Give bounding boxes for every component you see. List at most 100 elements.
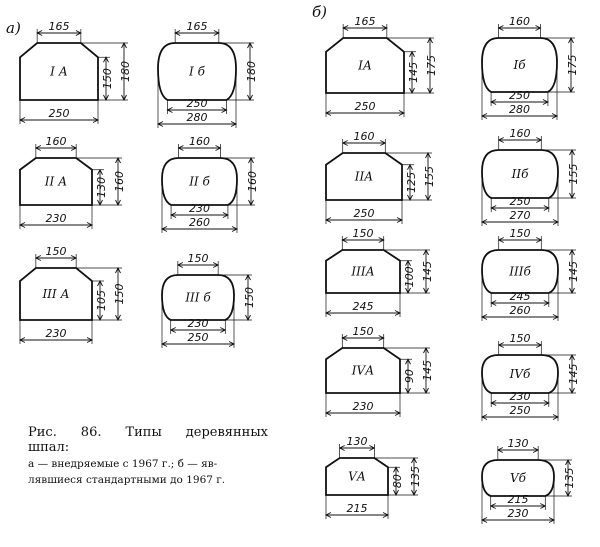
- dim-side-outer-arrow-top: [247, 41, 253, 49]
- dim-side-outer-label: 175: [425, 55, 438, 76]
- sleeper-type-label: Vб: [510, 471, 527, 485]
- caption-title-line2: шпал:: [28, 440, 70, 455]
- caption-text-line1: а — внедряемые с 1967 г.; б — яв-: [28, 458, 218, 470]
- dim-top-width-label: 160: [509, 15, 530, 28]
- dim-side-inner-arrow-top: [409, 50, 415, 57]
- dim-bottom-width-label: 250: [510, 195, 531, 208]
- dim-bottom-width-label: 230: [353, 400, 374, 413]
- sleeper-type-label: II А: [44, 175, 67, 189]
- sleeper-type-label: Iб: [512, 58, 526, 72]
- dim-side-inner-arrow-bottom: [103, 94, 109, 102]
- sleeper-type-label: VА: [348, 470, 366, 484]
- dim-bottom-width-label: 215: [347, 502, 368, 515]
- dim-side-outer-label: 145: [421, 360, 434, 381]
- dim-side-outer-arrow-bottom: [568, 86, 574, 94]
- sleeper-type-label: IIIб: [508, 265, 531, 279]
- dim-side-outer-arrow-bottom: [247, 94, 253, 102]
- dim-max-width-label: 250: [188, 331, 209, 344]
- dim-side-outer-arrow-bottom: [569, 192, 575, 200]
- dim-side-outer-label: 145: [421, 261, 434, 282]
- dim-side-inner-arrow-top: [407, 163, 413, 170]
- dim-side-inner-arrow-top: [103, 56, 109, 63]
- dim-side-inner-label: 145: [407, 62, 420, 83]
- dim-side-outer-arrow-bottom: [115, 199, 121, 207]
- dim-bottom-width-label: 230: [46, 212, 67, 225]
- dim-side-outer-label: 150: [113, 284, 126, 305]
- dim-max-width-label: 230: [508, 507, 529, 520]
- dim-bottom-width-label: 215: [508, 493, 529, 506]
- panel-label-b: б): [312, 3, 327, 21]
- dim-side-outer-arrow-bottom: [425, 194, 431, 202]
- sleeper-type-label: IIА: [354, 170, 374, 184]
- sleeper-type-label: III б: [184, 291, 211, 305]
- dim-side-outer-arrow-top: [569, 148, 575, 156]
- dim-side-inner-arrow-bottom: [97, 314, 103, 322]
- dim-bottom-width-label: 230: [189, 202, 210, 215]
- dim-side-outer-label: 135: [563, 468, 576, 489]
- dim-side-outer-arrow-top: [568, 36, 574, 44]
- sleeper-type-label: IIIА: [350, 265, 374, 279]
- dim-side-inner-label: 90: [403, 369, 416, 383]
- dim-side-outer-arrow-bottom: [115, 314, 121, 322]
- dim-side-inner-label: 130: [95, 177, 108, 198]
- dim-top-width-label: 150: [353, 325, 374, 338]
- dim-max-width-label: 260: [189, 216, 210, 229]
- dim-max-width-label: 270: [510, 209, 531, 222]
- dim-side-outer-arrow-top: [423, 248, 429, 256]
- dim-top-width-label: 160: [354, 130, 375, 143]
- dim-top-width-label: 150: [510, 227, 531, 240]
- dim-bottom-width-label: 230: [188, 317, 209, 330]
- dim-side-inner-arrow-bottom: [409, 87, 415, 95]
- sleeper-type-label: IVА: [351, 364, 375, 378]
- dim-side-outer-arrow-top: [245, 273, 251, 281]
- dim-side-inner-label: 105: [95, 290, 108, 311]
- dim-side-outer-label: 175: [566, 55, 579, 76]
- dim-top-width-label: 165: [187, 20, 208, 33]
- dim-side-outer-arrow-bottom: [245, 314, 251, 322]
- dim-top-width-label: 150: [353, 227, 374, 240]
- dim-bottom-width-label: 250: [509, 89, 530, 102]
- dim-side-outer-arrow-top: [411, 456, 417, 464]
- dim-side-outer-label: 180: [119, 61, 132, 82]
- dim-top-width-label: 150: [46, 245, 67, 258]
- dim-bottom-width-label: 250: [187, 97, 208, 110]
- dim-side-inner-arrow-bottom: [393, 489, 399, 497]
- dim-side-outer-arrow-top: [569, 353, 575, 361]
- dim-side-inner-arrow-bottom: [405, 287, 411, 295]
- dim-top-width-label: 160: [189, 135, 210, 148]
- dim-side-inner-arrow-top: [405, 358, 411, 365]
- panel-label-a: а): [6, 19, 21, 37]
- dim-top-width-label: 130: [508, 437, 529, 450]
- sleeper-type-label: IVб: [509, 367, 531, 381]
- dim-side-outer-arrow-top: [121, 41, 127, 49]
- dim-top-width-label: 160: [510, 127, 531, 140]
- dim-side-inner-arrow-bottom: [405, 387, 411, 395]
- dim-top-width-label: 150: [188, 252, 209, 265]
- sleeper-type-label: II б: [188, 175, 210, 189]
- dim-max-width-label: 280: [509, 103, 530, 116]
- dim-top-width-label: 165: [49, 20, 70, 33]
- dim-side-outer-arrow-top: [425, 151, 431, 159]
- dim-side-inner-arrow-top: [405, 259, 411, 266]
- dim-side-outer-label: 155: [423, 166, 436, 187]
- dim-bottom-width-label: 250: [49, 107, 70, 120]
- dim-top-width-label: 160: [46, 135, 67, 148]
- dim-side-outer-arrow-top: [115, 156, 121, 164]
- dim-side-outer-arrow-bottom: [121, 94, 127, 102]
- dim-side-outer-arrow-bottom: [423, 287, 429, 295]
- dim-side-outer-label: 145: [567, 364, 580, 385]
- dim-side-outer-label: 155: [567, 164, 580, 185]
- sleeper-type-label: I б: [188, 65, 206, 79]
- sleeper-type-label: III А: [41, 287, 69, 301]
